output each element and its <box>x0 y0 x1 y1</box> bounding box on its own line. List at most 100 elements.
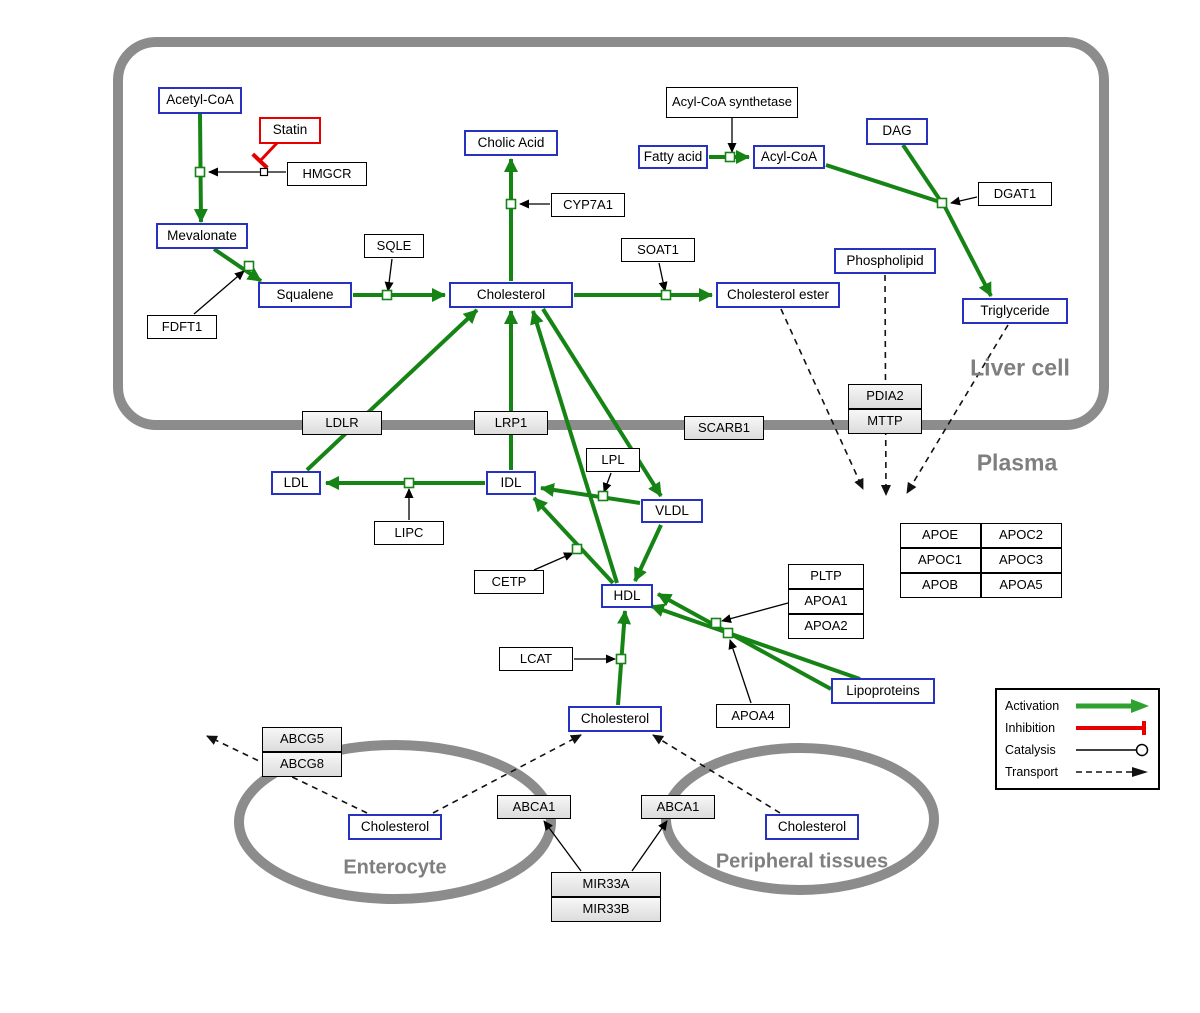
node-dgat1[interactable]: DGAT1 <box>978 182 1052 206</box>
compartment-peripheral-tissues <box>661 743 939 895</box>
node-fatty-acid[interactable]: Fatty acid <box>638 145 708 169</box>
node-lcat[interactable]: LCAT <box>499 647 573 671</box>
label-enterocyte: Enterocyte <box>343 856 447 879</box>
edge-mir33-to-abca1-enterocyte <box>543 820 582 872</box>
edge-dag-to-dgat1-junction <box>901 143 942 202</box>
legend-inhibition-label: Inhibition <box>1005 721 1056 735</box>
edge-sqle-catalysis <box>384 258 394 292</box>
node-cyp7a1[interactable]: CYP7A1 <box>551 193 625 217</box>
node-vldl[interactable]: VLDL <box>641 499 703 523</box>
node-apoa4[interactable]: APOA4 <box>716 704 790 728</box>
reaction-node <box>597 490 609 502</box>
edge-lipoproteins-to-hdl-2 <box>657 592 832 691</box>
label-plasma: Plasma <box>976 449 1058 476</box>
node-scarb1[interactable]: SCARB1 <box>684 416 764 440</box>
node-abcg5[interactable]: ABCG5 <box>262 726 342 752</box>
legend-row-activation: Activation <box>1005 698 1150 714</box>
node-triglyceride[interactable]: Triglyceride <box>962 298 1068 324</box>
node-mttp[interactable]: MTTP <box>848 408 922 434</box>
edge-vldl-to-hdl <box>633 524 663 582</box>
reaction-node <box>403 477 415 489</box>
node-pltp[interactable]: PLTP <box>788 563 864 589</box>
edge-mevalonate-to-squalene <box>212 247 263 283</box>
edge-lipoproteins-to-hdl-1 <box>650 603 861 681</box>
edge-ldl-to-cholesterol-via-ldlr <box>305 308 479 472</box>
node-mir33a[interactable]: MIR33A <box>551 871 661 897</box>
node-ldl[interactable]: LDL <box>271 471 321 495</box>
node-acyl-coa-synthetase[interactable]: Acyl-CoA synthetase <box>666 86 798 118</box>
edge-soat1-catalysis <box>658 262 668 292</box>
node-fdft1[interactable]: FDFT1 <box>147 315 217 339</box>
edge-acylcoa-to-dgat1-junction <box>825 163 941 204</box>
node-idl[interactable]: IDL <box>486 471 536 495</box>
reaction-node <box>243 260 255 272</box>
node-apob[interactable]: APOB <box>899 572 981 598</box>
node-cholesterol-peripheral[interactable]: Cholesterol <box>765 814 859 840</box>
node-cetp[interactable]: CETP <box>474 570 544 594</box>
node-soat1[interactable]: SOAT1 <box>621 238 695 262</box>
edge-hdl-to-idl-via-cetp <box>532 496 615 585</box>
node-lipc[interactable]: LIPC <box>374 521 444 545</box>
edge-vldl-to-idl <box>540 483 641 505</box>
node-mir33b[interactable]: MIR33B <box>551 896 661 922</box>
edge-hdl-to-cholesterol <box>530 310 619 584</box>
node-cholesterol-liver[interactable]: Cholesterol <box>449 282 573 308</box>
node-hdl[interactable]: HDL <box>601 584 653 608</box>
node-lrp1[interactable]: LRP1 <box>474 411 548 435</box>
node-pdia2[interactable]: PDIA2 <box>848 383 922 409</box>
edge-dgat1-catalysis <box>950 196 978 206</box>
reaction-node <box>381 289 393 301</box>
node-apoe[interactable]: APOE <box>899 522 981 548</box>
node-abca1-enterocyte[interactable]: ABCA1 <box>497 795 571 819</box>
node-apoc2[interactable]: APOC2 <box>980 522 1062 548</box>
node-abca1-peripheral[interactable]: ABCA1 <box>641 795 715 819</box>
edge-lpl-catalysis <box>602 472 612 493</box>
node-abcg8[interactable]: ABCG8 <box>262 751 342 777</box>
edge-mir33-to-abca1-peripheral <box>631 820 668 872</box>
node-apoa5[interactable]: APOA5 <box>980 572 1062 598</box>
edge-apoa-stack-catalysis <box>721 602 789 623</box>
reaction-node <box>936 197 948 209</box>
edge-apoa4-catalysis <box>728 639 752 704</box>
anchor-node <box>259 167 269 177</box>
node-squalene[interactable]: Squalene <box>258 282 352 308</box>
node-sqle[interactable]: SQLE <box>364 234 424 258</box>
node-apoc3[interactable]: APOC3 <box>980 547 1062 573</box>
node-mevalonate[interactable]: Mevalonate <box>156 223 248 249</box>
node-dag[interactable]: DAG <box>866 117 928 145</box>
node-phospholipid[interactable]: Phospholipid <box>834 248 936 274</box>
edge-statin-inhibits-hmgcr <box>251 141 279 170</box>
legend-row-catalysis: Catalysis <box>1005 742 1150 758</box>
node-acyl-coa[interactable]: Acyl-CoA <box>753 145 825 169</box>
catalysis-circle-icon <box>1076 743 1149 757</box>
node-cholesterol-plasma[interactable]: Cholesterol <box>568 706 662 732</box>
compartment-liver-cell <box>113 37 1109 430</box>
legend: Activation Inhibition Catalysis Transpor… <box>995 688 1160 790</box>
reaction-node <box>615 653 627 665</box>
node-cholesterol-ester[interactable]: Cholesterol ester <box>716 282 840 308</box>
reaction-node <box>710 617 722 629</box>
edge-enterocyte-cholesterol-efflux <box>432 734 582 814</box>
node-apoc1[interactable]: APOC1 <box>899 547 981 573</box>
node-lipoproteins[interactable]: Lipoproteins <box>831 678 935 704</box>
reaction-node <box>660 289 672 301</box>
node-statin[interactable]: Statin <box>259 116 321 144</box>
node-hmgcr[interactable]: HMGCR <box>287 162 367 186</box>
node-apoa2[interactable]: APOA2 <box>788 613 864 639</box>
edge-dgat1-junction-to-triglyceride <box>943 206 993 297</box>
node-acetyl-coa[interactable]: Acetyl-CoA <box>158 86 242 114</box>
reaction-node <box>724 151 736 163</box>
inhibition-tbar-icon <box>1076 721 1146 735</box>
node-cholic-acid[interactable]: Cholic Acid <box>464 130 558 156</box>
node-apoa1[interactable]: APOA1 <box>788 588 864 614</box>
node-lpl[interactable]: LPL <box>586 448 640 472</box>
legend-row-transport: Transport <box>1005 764 1150 780</box>
transport-dashed-arrow-icon <box>1076 767 1148 777</box>
node-ldlr[interactable]: LDLR <box>302 411 382 435</box>
label-liver-cell: Liver cell <box>970 354 1070 381</box>
node-cholesterol-enterocyte[interactable]: Cholesterol <box>348 814 442 840</box>
legend-catalysis-label: Catalysis <box>1005 743 1056 757</box>
reaction-node <box>194 166 206 178</box>
